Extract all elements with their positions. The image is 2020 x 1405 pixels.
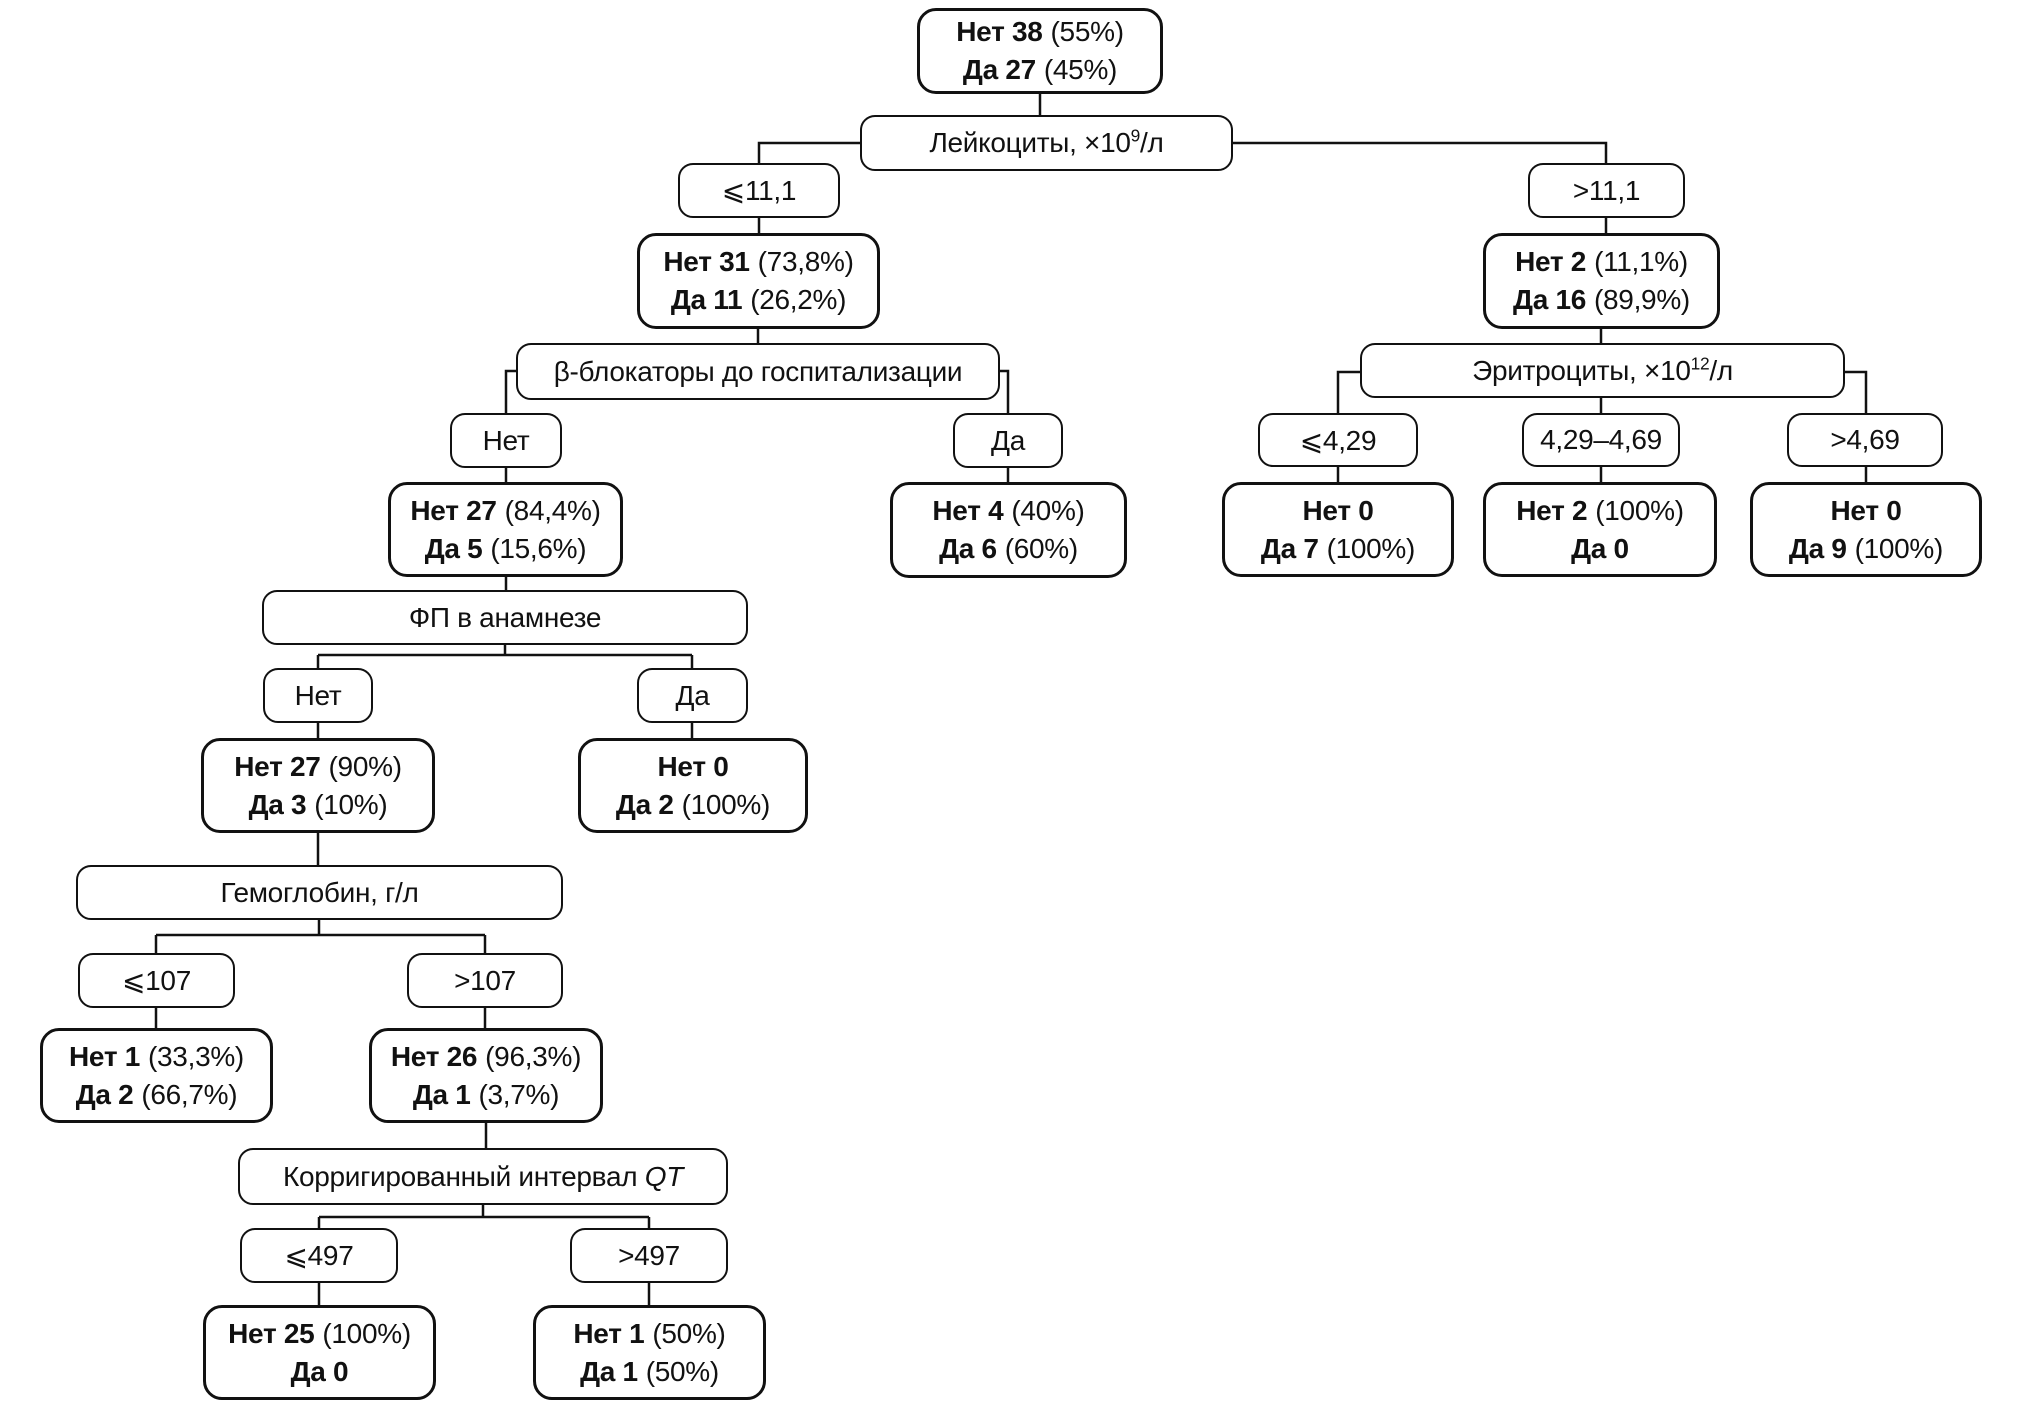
outcome-line-yes: Да 16(89,9%) [1513, 284, 1690, 315]
outcome-line-no: Нет 1(33,3%) [69, 1040, 244, 1072]
node-root-outcome: Нет 38(55%) Да 27(45%) [917, 8, 1163, 94]
node-hemoglobin-le-outcome: Нет 1(33,3%) Да 2(66,7%) [40, 1028, 273, 1123]
node-erythrocytes-decision: Эритроциты, ×1012/л [1360, 343, 1845, 398]
outcome-line-yes: Да 9(100%) [1788, 532, 1944, 564]
outcome-line-no: Нет 0 [1830, 494, 1902, 526]
node-leukocytes-le-outcome: Нет 31(73,8%) Да 11(26,2%) [637, 233, 880, 329]
outcome-line-yes: Да 7(100%) [1260, 532, 1416, 564]
branch-qtc-le: ⩽497 [240, 1228, 398, 1283]
decision-label: ФП в анамнезе [408, 601, 602, 633]
outcome-line-no: Нет 26(96,3%) [390, 1040, 582, 1072]
branch-erythrocytes-mid: 4,29–4,69 [1522, 413, 1680, 467]
outcome-line-no: Нет 1(50%) [573, 1317, 726, 1349]
outcome-line-yes: Да 0 [1571, 532, 1629, 564]
branch-value: >11,1 [1572, 174, 1641, 206]
branch-erythrocytes-le: ⩽4,29 [1258, 413, 1418, 467]
branch-beta-yes: Да [953, 413, 1063, 468]
outcome-line-yes: Да 11(26,2%) [670, 284, 847, 315]
node-af-no-outcome: Нет 27(90%) Да 3(10%) [201, 738, 435, 833]
node-erythrocytes-le-outcome: Нет 0 Да 7(100%) [1222, 482, 1454, 577]
node-hemoglobin-gt-outcome: Нет 26(96,3%) Да 1(3,7%) [369, 1028, 603, 1123]
outcome-line-no: Нет 2(100%) [1516, 494, 1684, 526]
branch-af-yes: Да [637, 668, 748, 723]
branch-value: Да [675, 679, 710, 711]
decision-label: Лейкоциты, ×109/л [929, 125, 1164, 158]
branch-value: Нет [294, 679, 342, 711]
outcome-line-no: Нет 38(55%) [956, 16, 1124, 47]
outcome-line-yes: Да 5(15,6%) [424, 532, 587, 564]
branch-value: 4,29–4,69 [1540, 424, 1662, 455]
branch-value: Нет [482, 424, 530, 456]
branch-beta-no: Нет [450, 413, 562, 468]
branch-value: ⩽4,29 [1299, 424, 1377, 456]
node-qtc-decision: Корригированный интервал QT [238, 1148, 728, 1205]
outcome-line-no: Нет 0 [657, 750, 729, 782]
branch-erythrocytes-gt: >4,69 [1787, 413, 1943, 467]
branch-leukocytes-gt: >11,1 [1528, 163, 1685, 218]
outcome-line-no: Нет 25(100%) [228, 1317, 411, 1349]
node-erythrocytes-gt-outcome: Нет 0 Да 9(100%) [1750, 482, 1982, 577]
node-qtc-gt-outcome: Нет 1(50%) Да 1(50%) [533, 1305, 766, 1400]
node-af-history-decision: ФП в анамнезе [262, 590, 748, 645]
node-af-yes-outcome: Нет 0 Да 2(100%) [578, 738, 808, 833]
node-beta-blockers-decision: β-блокаторы до госпитализации [516, 343, 1000, 400]
branch-value: >497 [618, 1239, 680, 1271]
node-leukocytes-gt-outcome: Нет 2(11,1%) Да 16(89,9%) [1483, 233, 1720, 329]
outcome-line-yes: Да 2(66,7%) [75, 1078, 238, 1110]
branch-value: ⩽107 [122, 965, 191, 996]
branch-hemoglobin-le: ⩽107 [78, 953, 235, 1008]
decision-label: β-блокаторы до госпитализации [553, 355, 963, 387]
outcome-line-no: Нет 0 [1302, 494, 1374, 526]
node-beta-no-outcome: Нет 27(84,4%) Да 5(15,6%) [388, 482, 623, 577]
node-hemoglobin-decision: Гемоглобин, г/л [76, 865, 563, 920]
outcome-line-yes: Да 1(3,7%) [412, 1078, 560, 1110]
branch-leukocytes-le: ⩽11,1 [678, 163, 840, 218]
branch-af-no: Нет [263, 668, 373, 723]
outcome-line-no: Нет 4(40%) [932, 495, 1085, 526]
branch-qtc-gt: >497 [570, 1228, 728, 1283]
branch-value: >4,69 [1830, 424, 1900, 455]
branch-value: >107 [454, 964, 516, 996]
node-erythrocytes-mid-outcome: Нет 2(100%) Да 0 [1483, 482, 1717, 577]
outcome-line-yes: Да 2(100%) [615, 788, 771, 820]
outcome-line-yes: Да 3(10%) [248, 788, 388, 820]
branch-value: ⩽497 [284, 1240, 354, 1271]
decision-label: Эритроциты, ×1012/л [1472, 353, 1733, 386]
branch-value: Да [991, 424, 1025, 456]
outcome-line-yes: Да 1(50%) [580, 1355, 719, 1387]
outcome-line-yes: Да 6(60%) [939, 533, 1078, 564]
outcome-line-yes: Да 0 [290, 1355, 349, 1387]
node-beta-yes-outcome: Нет 4(40%) Да 6(60%) [890, 482, 1127, 578]
branch-value: ⩽11,1 [721, 175, 797, 206]
outcome-line-no: Нет 27(84,4%) [410, 494, 601, 526]
decision-label: Гемоглобин, г/л [220, 876, 419, 908]
node-qtc-le-outcome: Нет 25(100%) Да 0 [203, 1305, 436, 1400]
outcome-line-yes: Да 27(45%) [962, 54, 1118, 85]
decision-label: Корригированный интервал QT [282, 1160, 684, 1192]
branch-hemoglobin-gt: >107 [407, 953, 563, 1008]
node-leukocytes-decision: Лейкоциты, ×109/л [860, 115, 1233, 171]
outcome-line-no: Нет 31(73,8%) [663, 246, 854, 277]
outcome-line-no: Нет 2(11,1%) [1515, 246, 1688, 277]
outcome-line-no: Нет 27(90%) [234, 750, 402, 782]
